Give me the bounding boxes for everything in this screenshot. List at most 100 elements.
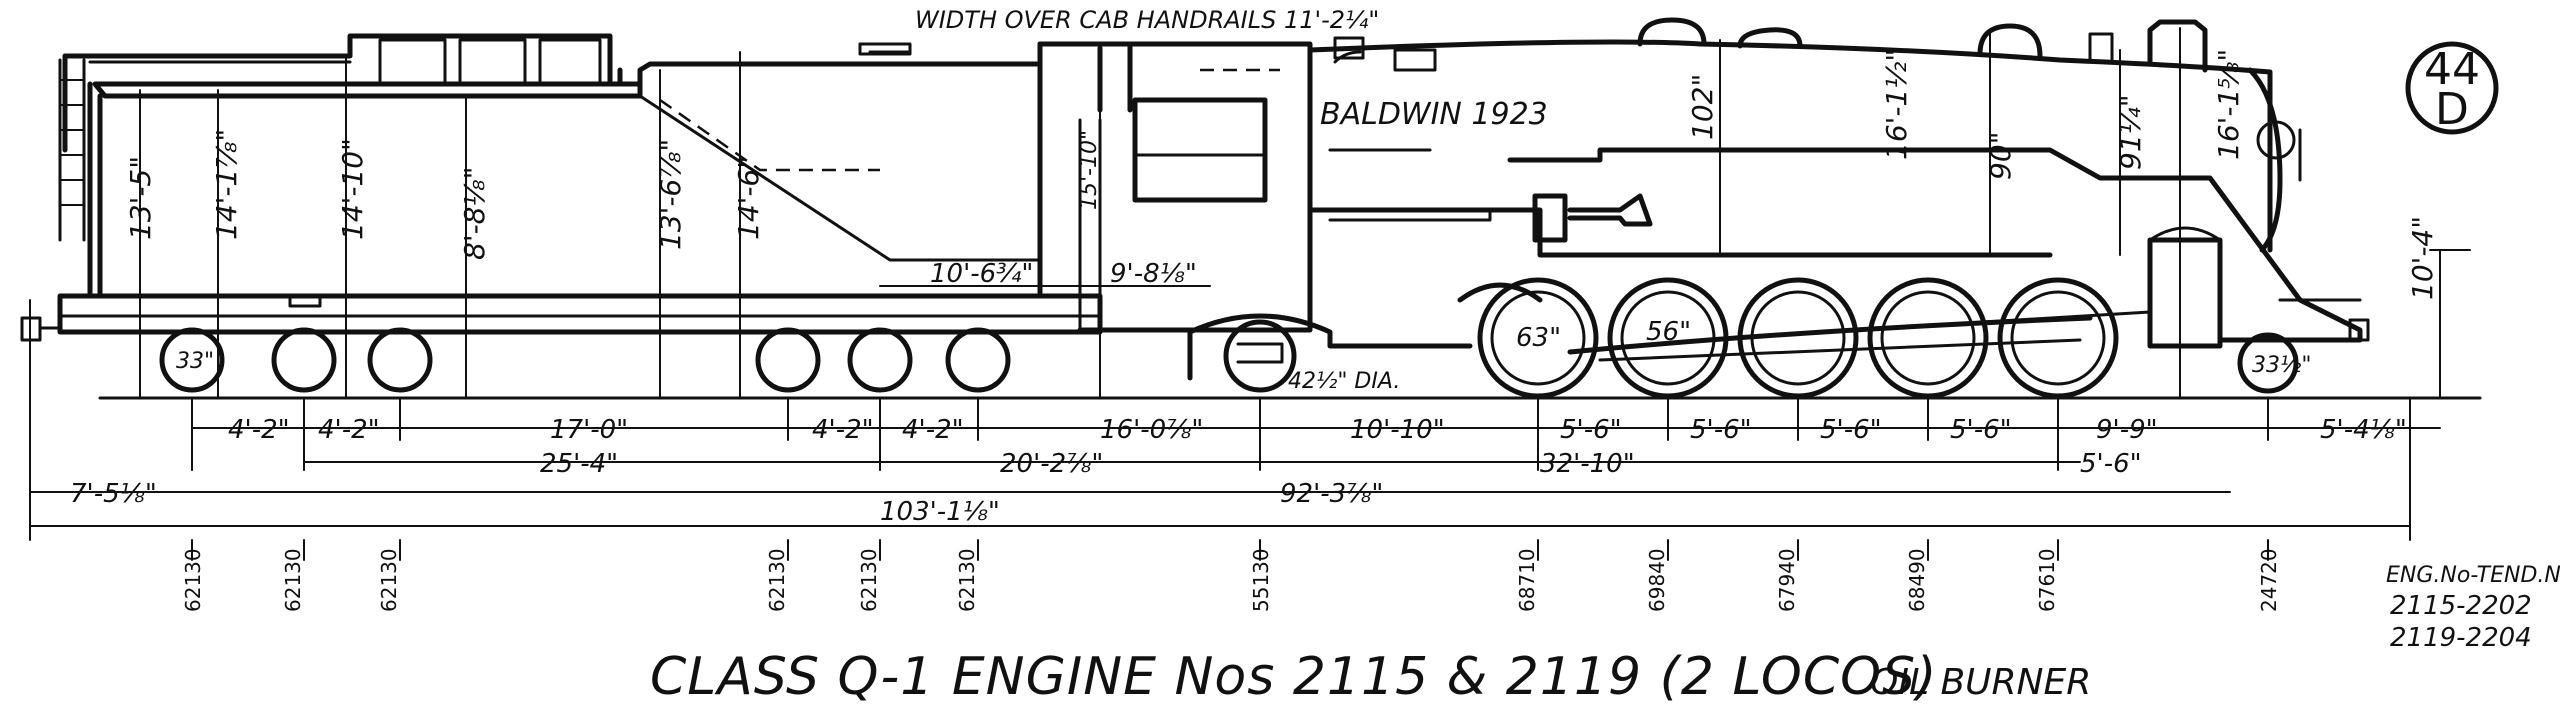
trailing-truck bbox=[1187, 313, 1473, 393]
dome-2 bbox=[1737, 27, 1803, 49]
tender bbox=[20, 33, 1103, 393]
tender-frame bbox=[57, 293, 1103, 335]
pilot bbox=[2177, 175, 2363, 343]
dim-label: 16'-1½" bbox=[1880, 49, 1913, 160]
dim-label: 91¼" bbox=[2114, 94, 2147, 170]
engine-tender-table: ENG.No-TEND.No 2115-2202 2119-2204 bbox=[2386, 563, 2560, 653]
wheelbase-label: 10'-10" bbox=[1350, 415, 1445, 445]
dim-label: 13'-6⅞" bbox=[654, 139, 687, 250]
dim-label: 8'-8⅛" bbox=[458, 167, 491, 260]
wheelbase-label: 17'-0" bbox=[550, 415, 628, 445]
wheelbase-label: 25'-4" bbox=[540, 449, 618, 479]
axle-weights: 62130 62130 62130 62130 62130 62130 5513… bbox=[181, 548, 2281, 612]
dim-label: 102" bbox=[1686, 74, 1719, 140]
horizontal-dimension-lines bbox=[29, 285, 2441, 541]
running-board bbox=[1507, 147, 2183, 181]
axle-weight: 67610 bbox=[2035, 548, 2059, 612]
tender-wheel bbox=[367, 327, 433, 393]
tender-wheel bbox=[945, 327, 1011, 393]
driver-wheel-size-2: 56" bbox=[1646, 317, 1691, 347]
wheelbase-label: 5'-4⅛" bbox=[2320, 415, 2407, 445]
tender-handrail bbox=[62, 33, 613, 153]
badge-number: 44 bbox=[2424, 44, 2480, 95]
wheelbase-label: 4'-2" bbox=[812, 415, 874, 445]
overall-length: 103'-1⅛" bbox=[880, 497, 1000, 527]
upper-dim-1: 10'-6¾" bbox=[930, 259, 1033, 289]
engine-table-header: ENG.No-TEND.No bbox=[2386, 563, 2560, 588]
tender-ladder bbox=[58, 58, 86, 242]
axle-weight: 67940 bbox=[1775, 548, 1799, 612]
axle-weight: 68710 bbox=[1515, 548, 1539, 612]
driver-wheel-4 bbox=[1867, 277, 1989, 399]
tender-wheel bbox=[271, 327, 337, 393]
smokestack bbox=[2147, 19, 2208, 73]
axle-weight: 62130 bbox=[181, 548, 205, 612]
wheelbase-label: 4'-2" bbox=[318, 415, 380, 445]
driving-wheels bbox=[1457, 277, 2152, 399]
tender-wheel bbox=[159, 327, 225, 393]
tender-wheel-size: 33" bbox=[176, 349, 214, 374]
dim-label: 10'-4" bbox=[2406, 216, 2439, 300]
wheelbase-label: 16'-0⅞" bbox=[1100, 415, 1203, 445]
wheelbase-label: 20'-2⅞" bbox=[1000, 449, 1103, 479]
axle-weight: 62130 bbox=[281, 548, 305, 612]
axle-weight-ticks bbox=[191, 539, 2269, 561]
wheelbase-label: 5'-6" bbox=[1820, 415, 1882, 445]
axle-weight: 55130 bbox=[1249, 548, 1273, 612]
upper-dim-2: 9'-8⅛" bbox=[1110, 259, 1197, 289]
axle-weight: 24720 bbox=[2257, 548, 2281, 612]
trailing-wheel-size: 42½" DIA. bbox=[1288, 369, 1400, 394]
axle-weight: 68490 bbox=[1905, 548, 1929, 612]
wheelbase-label: 92'-3⅞" bbox=[1280, 479, 1383, 509]
axle-weight: 62130 bbox=[377, 548, 401, 612]
wheelbase-label: 5'-6" bbox=[1690, 415, 1752, 445]
dim-label: 16'-1⅝" bbox=[2212, 49, 2245, 160]
pilot-wheel-size: 33½" bbox=[2252, 353, 2311, 378]
wheelbase-label: 32'-10" bbox=[1540, 449, 1635, 479]
driver-wheel-size-1: 63" bbox=[1516, 323, 1561, 353]
badge-letter: D bbox=[2435, 84, 2469, 135]
boiler-top bbox=[1307, 39, 2273, 253]
builder-label: BALDWIN 1923 bbox=[1320, 97, 1548, 132]
dim-label: 15'-10" bbox=[1077, 130, 1102, 210]
tender-truck-rear bbox=[158, 327, 433, 393]
driver-wheel-5 bbox=[1997, 277, 2119, 399]
wheelbase-row-2: 25'-4" 20'-2⅞" 32'-10" bbox=[540, 449, 1635, 479]
dim-label: 14'-1⅞" bbox=[210, 129, 243, 240]
axle-weight: 62130 bbox=[857, 548, 881, 612]
sand-dome bbox=[1977, 23, 2043, 59]
dim-label: 14'-10" bbox=[336, 138, 369, 240]
wheelbase-row-1: 4'-2" 4'-2" 17'-0" 4'-2" 4'-2" 16'-0⅞" 1… bbox=[228, 415, 2407, 445]
cab-handrail-width-note: WIDTH OVER CAB HANDRAILS 11'-2¼" bbox=[915, 6, 1379, 34]
diagram-title: CLASS Q-1 ENGINE Nos 2115 & 2119 (2 LOCO… bbox=[650, 647, 1937, 707]
tender-wheel bbox=[847, 327, 913, 393]
trailing-wheel bbox=[1223, 319, 1297, 393]
tender-tank-top bbox=[92, 81, 643, 99]
cylinder bbox=[2147, 237, 2223, 349]
tender-truck-front bbox=[755, 327, 1012, 393]
wheelbase-row-3: 7'-5⅛" 92'-3⅞" 5'-6" bbox=[70, 449, 2142, 509]
driver-wheel-1 bbox=[1477, 277, 1599, 399]
boiler bbox=[1307, 17, 2302, 258]
wheelbase-label: 5'-6" bbox=[1950, 415, 2012, 445]
engine-table-row: 2115-2202 bbox=[2390, 591, 2532, 621]
boiler-bottom bbox=[1307, 207, 2053, 258]
smokebox-front bbox=[2247, 67, 2283, 253]
wheelbase-label: 4'-2" bbox=[228, 415, 290, 445]
wheelbase-label: 9'-9" bbox=[2096, 415, 2158, 445]
pilot-wheel bbox=[2237, 332, 2299, 394]
dim-label: 13'-5" bbox=[124, 156, 157, 240]
cab-window bbox=[1132, 97, 1268, 203]
wheelbase-label: 5'-6" bbox=[2080, 449, 2142, 479]
trailing-truck-frame bbox=[1187, 313, 1473, 381]
wheelbase-label: 7'-5⅛" bbox=[70, 479, 157, 509]
dim-label: 90" bbox=[1984, 131, 2017, 180]
dim-label: 14'-6" bbox=[732, 156, 765, 240]
engine-table-row: 2119-2204 bbox=[2390, 623, 2532, 653]
diagram-title-suffix: OIL BURNER bbox=[1870, 662, 2091, 703]
axle-weight: 62130 bbox=[765, 548, 789, 612]
tender-wheel bbox=[755, 327, 821, 393]
vertical-dimension-labels: 13'-5" 14'-1⅞" 14'-10" 8'-8⅛" 13'-6⅞" 14… bbox=[124, 49, 2439, 300]
